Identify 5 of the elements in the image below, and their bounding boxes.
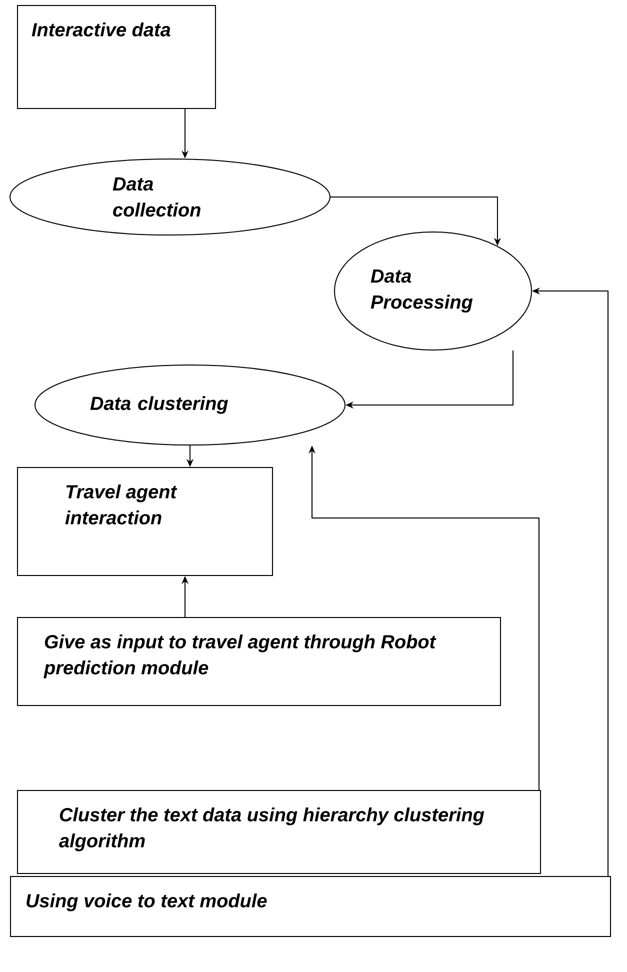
process-box: Give as input to travel agent through Robot prediction module xyxy=(17,617,501,706)
process-box: Interactive data xyxy=(17,5,216,109)
process-box: Travel agent interaction xyxy=(17,467,273,576)
process-box: Cluster the text data using hierarchy clustering algorithm xyxy=(17,790,541,874)
process-box: Using voice to text module xyxy=(10,876,611,937)
